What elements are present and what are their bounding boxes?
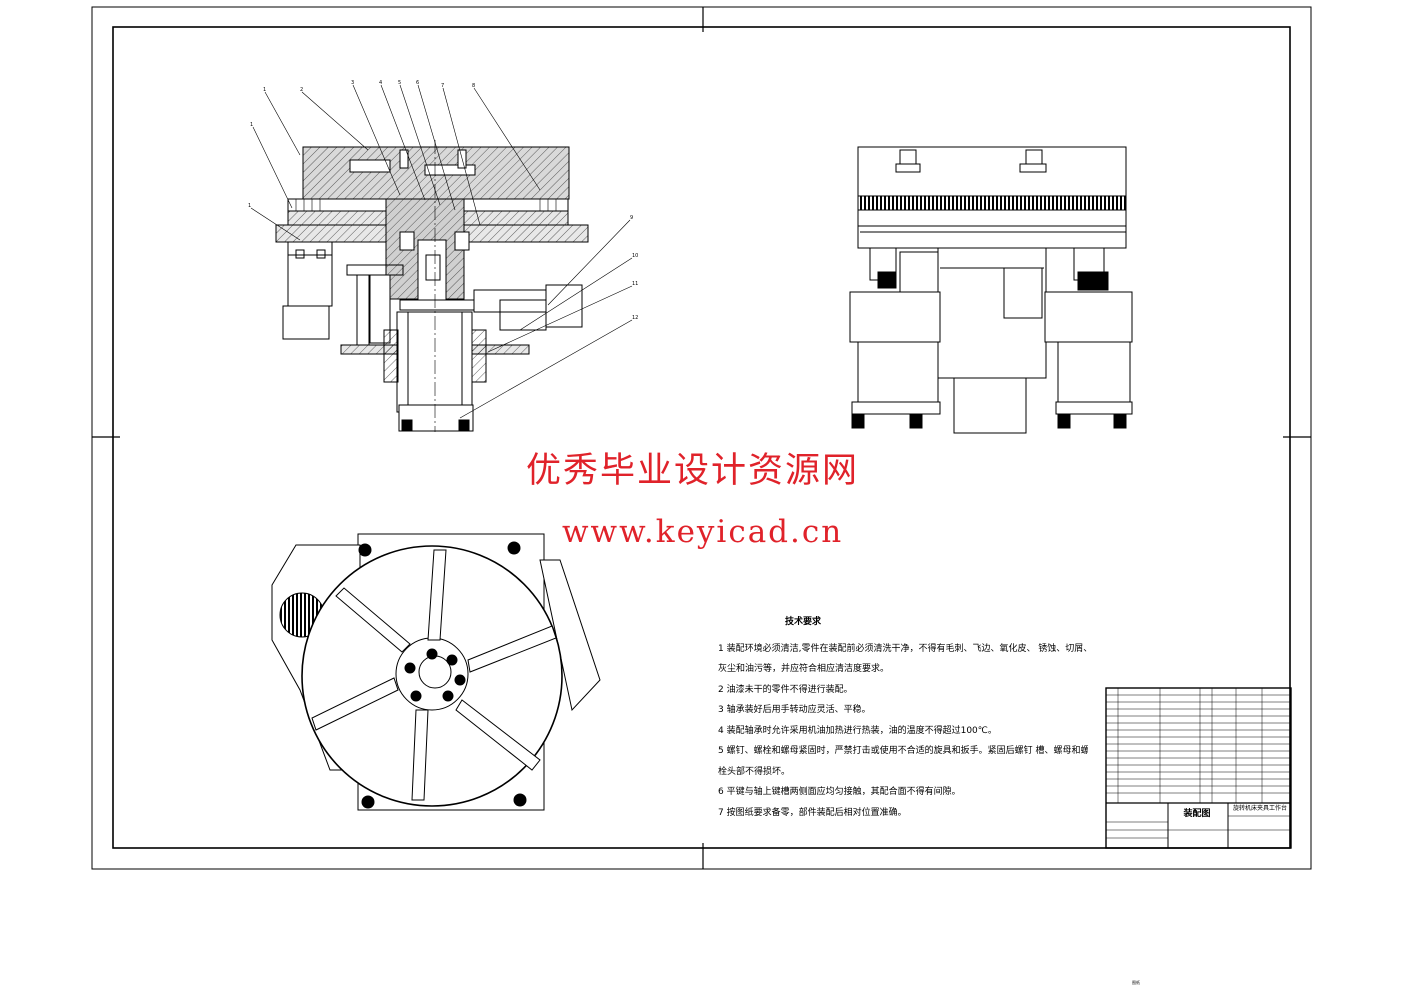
svg-text:5: 5 <box>398 80 401 86</box>
unit-name: 旋转机床夹具工作台 <box>1232 805 1287 812</box>
svg-text:1: 1 <box>250 122 253 128</box>
title-block <box>1105 687 1292 849</box>
note-line: 5 螺钉、螺栓和螺母紧固时，严禁打击或使用不合适的旋具和扳手。紧固后螺钉 槽、螺… <box>718 746 1088 756</box>
svg-text:3: 3 <box>351 80 354 86</box>
svg-text:8: 8 <box>472 83 475 89</box>
technical-requirements-title: 技术要求 <box>784 617 821 627</box>
top-view <box>271 533 601 811</box>
svg-text:1: 1 <box>248 203 251 209</box>
watermark-title: 优秀毕业设计资源网 <box>526 451 860 491</box>
svg-text:9: 9 <box>630 215 633 221</box>
note-line: 6 平键与轴上键槽两侧面应均匀接触，其配合面不得有间隙。 <box>718 787 961 797</box>
svg-text:2: 2 <box>300 87 303 93</box>
svg-text:4: 4 <box>379 80 382 86</box>
note-line: 4 装配轴承时允许采用机油加热进行热装，油的温度不得超过100℃。 <box>718 725 997 736</box>
centering-marks <box>92 7 1311 869</box>
svg-text:7: 7 <box>441 83 444 89</box>
svg-text:11: 11 <box>632 281 638 287</box>
svg-text:6: 6 <box>416 80 419 86</box>
stray-label: 图纸 <box>1132 980 1140 985</box>
svg-text:12: 12 <box>632 315 638 321</box>
drawing-name: 装配图 <box>1183 809 1211 819</box>
note-line: 栓头部不得损坏。 <box>718 766 791 777</box>
note-line: 1 装配环境必须清洁,零件在装配前必须清洗干净，不得有毛刺、飞边、氧化皮、 锈蚀… <box>718 643 1088 654</box>
note-line: 灰尘和油污等，并应符合相应清洁度要求。 <box>718 664 890 674</box>
note-line: 7 按图纸要求备零，部件装配后相对位置准确。 <box>718 807 907 818</box>
watermark-url: www.keyicad.cn <box>562 514 844 550</box>
note-line: 2 油漆未干的零件不得进行装配。 <box>718 684 853 695</box>
technical-requirements: 技术要求 1 装配环境必须清洁,零件在装配前必须清洗干净，不得有毛刺、飞边、氧化… <box>718 612 1088 823</box>
front-section-view <box>275 140 589 432</box>
svg-text:1: 1 <box>263 87 266 93</box>
side-view <box>849 146 1133 434</box>
outer-border <box>91 6 1312 870</box>
svg-text:10: 10 <box>632 253 638 259</box>
note-line: 3 轴承装好后用手转动应灵活、平稳。 <box>718 705 871 715</box>
leader-lines-front <box>250 84 633 419</box>
